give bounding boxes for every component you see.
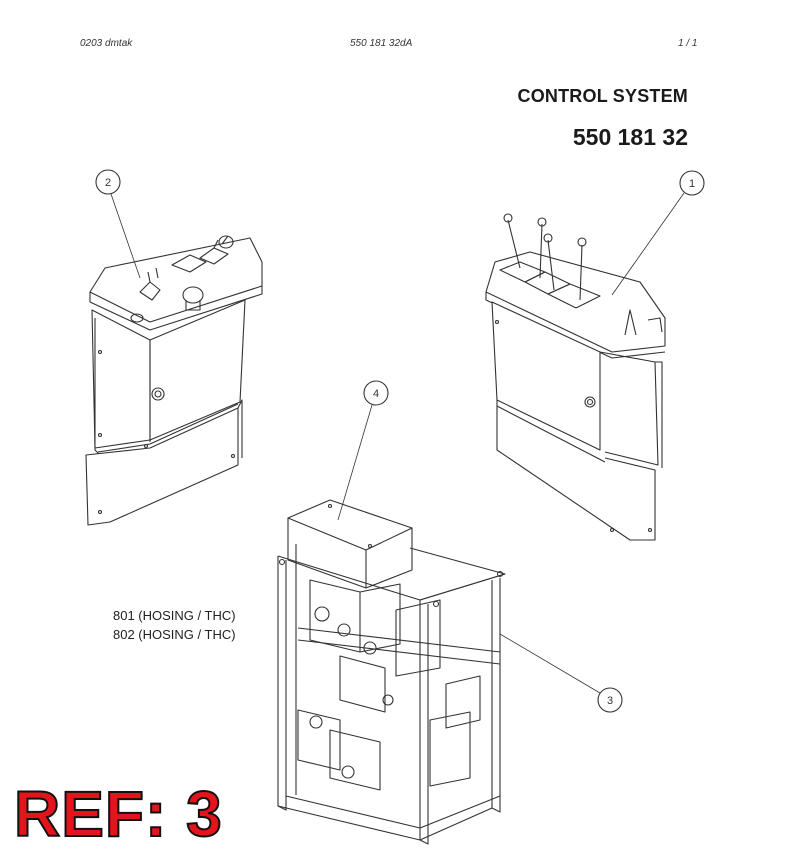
header-drawing-number: 550 181 32dA — [350, 38, 413, 49]
header-doc-code: 0203 dmtak — [80, 38, 133, 49]
page-title: CONTROL SYSTEM — [517, 86, 688, 106]
hose-note-802: 802 (HOSING / THC) — [113, 627, 236, 642]
callout-3: 3 — [499, 633, 623, 713]
ref-label: REF: 3 — [13, 778, 223, 850]
callout-1: 1 — [611, 170, 705, 296]
svg-text:1: 1 — [689, 178, 695, 190]
part-number: 550 181 32 — [572, 124, 688, 150]
hose-note-801: 801 (HOSING / THC) — [113, 608, 236, 623]
svg-text:3: 3 — [607, 695, 613, 707]
control-box-right — [485, 213, 666, 541]
callout-4: 4 — [337, 380, 389, 521]
control-box-left — [85, 235, 263, 526]
valve-frame — [277, 544, 506, 845]
svg-text:4: 4 — [373, 388, 379, 400]
header-page-number: 1 / 1 — [678, 38, 698, 49]
svg-text:2: 2 — [105, 177, 111, 189]
cover-box — [287, 499, 413, 589]
callout-2: 2 — [95, 169, 141, 279]
